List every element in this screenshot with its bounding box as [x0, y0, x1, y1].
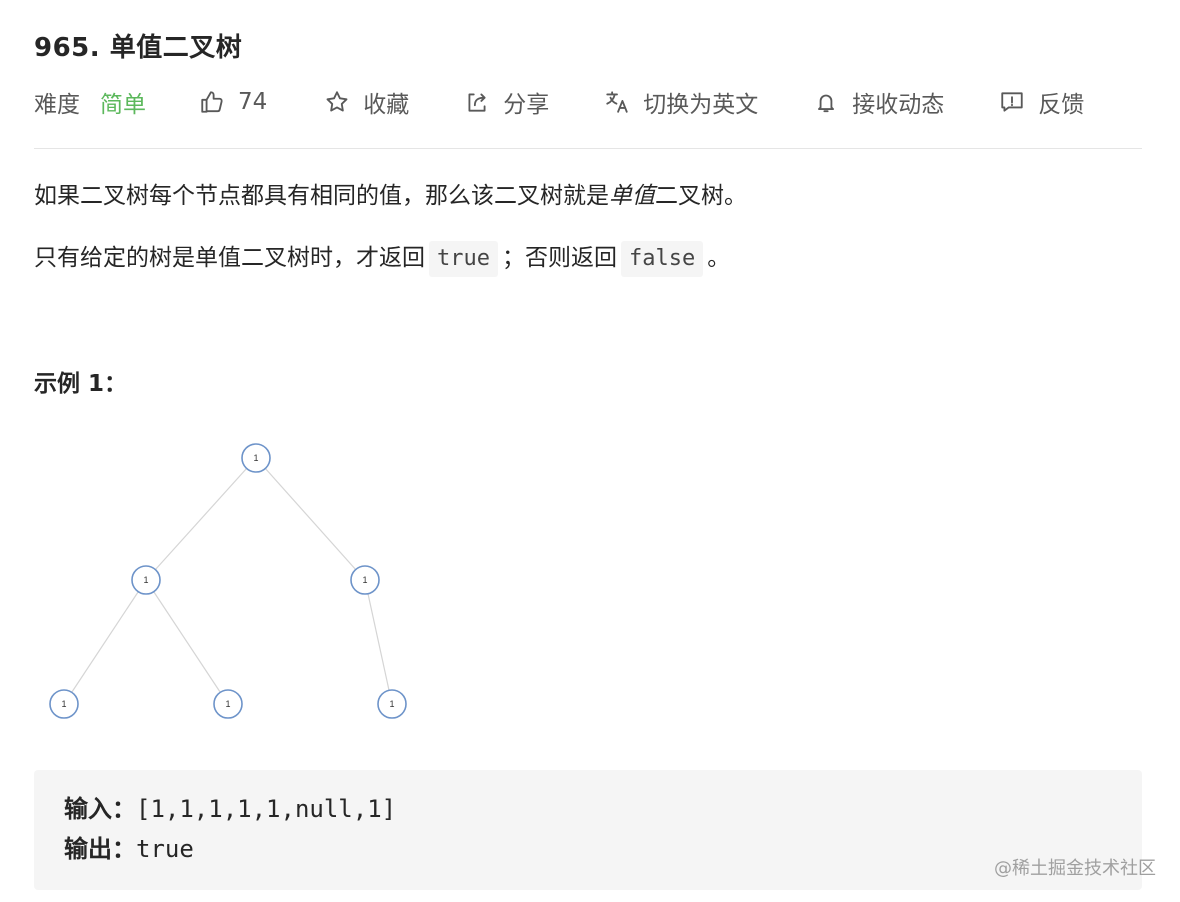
description-text: ；否则返回 — [501, 245, 617, 271]
description-emphasis: 单值 — [609, 183, 655, 209]
switch-language-button[interactable]: 切换为英文 — [603, 82, 758, 122]
favorite-button[interactable]: 收藏 — [323, 82, 409, 122]
tree-node: 1 — [131, 565, 161, 595]
favorite-label: 收藏 — [363, 92, 410, 118]
feedback-icon — [998, 88, 1026, 116]
tree-edge — [145, 579, 229, 705]
output-value: true — [136, 835, 194, 863]
tree-edge — [364, 579, 393, 705]
switch-language-label: 切换为英文 — [643, 92, 759, 118]
tree-node-value: 1 — [143, 575, 148, 585]
tree-node: 1 — [241, 443, 271, 473]
share-button[interactable]: 分享 — [463, 82, 549, 122]
difficulty-value: 简单 — [100, 92, 146, 118]
tree-edge — [63, 579, 147, 705]
tree-node-value: 1 — [253, 453, 258, 463]
feedback-button[interactable]: 反馈 — [998, 82, 1084, 122]
bell-icon — [812, 88, 840, 116]
tree-edge — [145, 457, 257, 581]
description-paragraph-1: 如果二叉树每个节点都具有相同的值，那么该二叉树就是单值二叉树。 — [34, 178, 747, 214]
description-text: 如果二叉树每个节点都具有相同的值，那么该二叉树就是 — [34, 183, 609, 209]
inline-code-false: false — [620, 241, 704, 277]
example-input-line: 输入：[1,1,1,1,1,null,1] — [64, 792, 396, 826]
output-label: 输出： — [64, 835, 136, 863]
star-icon — [323, 88, 351, 116]
difficulty-label: 难度 — [34, 92, 80, 118]
share-icon — [463, 88, 491, 116]
tree-node-value: 1 — [362, 575, 367, 585]
inline-code-true: true — [429, 241, 498, 277]
share-label: 分享 — [503, 92, 550, 118]
tree-node: 1 — [213, 689, 243, 719]
translate-icon — [603, 88, 631, 116]
example-output-line: 输出：true — [64, 832, 194, 866]
tree-node-value: 1 — [61, 699, 66, 709]
tree-node: 1 — [350, 565, 380, 595]
input-value: [1,1,1,1,1,null,1] — [136, 795, 397, 823]
problem-title: 965. 单值二叉树 — [34, 33, 243, 63]
thumbs-up-icon — [198, 88, 226, 116]
description-text: 二叉树。 — [655, 183, 747, 209]
description-text: 。 — [707, 245, 731, 271]
tree-node: 1 — [49, 689, 79, 719]
example-code-block: 输入：[1,1,1,1,1,null,1] 输出：true — [34, 770, 1142, 890]
like-count: 74 — [238, 89, 268, 115]
tree-node: 1 — [377, 689, 407, 719]
problem-toolbar: 难度 简单 74 收藏 — [34, 82, 1142, 122]
notify-label: 接收动态 — [852, 92, 945, 118]
header-divider — [34, 148, 1142, 149]
feedback-label: 反馈 — [1038, 92, 1085, 118]
tree-node-value: 1 — [389, 699, 394, 709]
difficulty: 难度 简单 — [34, 82, 198, 122]
tree-node-value: 1 — [225, 699, 230, 709]
watermark: @稀土掘金技术社区 — [994, 858, 1156, 879]
example-title: 示例 1： — [34, 371, 128, 397]
notify-button[interactable]: 接收动态 — [812, 82, 944, 122]
description-text: 只有给定的树是单值二叉树时，才返回 — [34, 245, 425, 271]
binary-tree-diagram: 1 1 1 1 1 1 — [49, 443, 407, 719]
input-label: 输入： — [64, 795, 136, 823]
tree-edge — [255, 457, 366, 581]
like-button[interactable]: 74 — [198, 82, 267, 122]
